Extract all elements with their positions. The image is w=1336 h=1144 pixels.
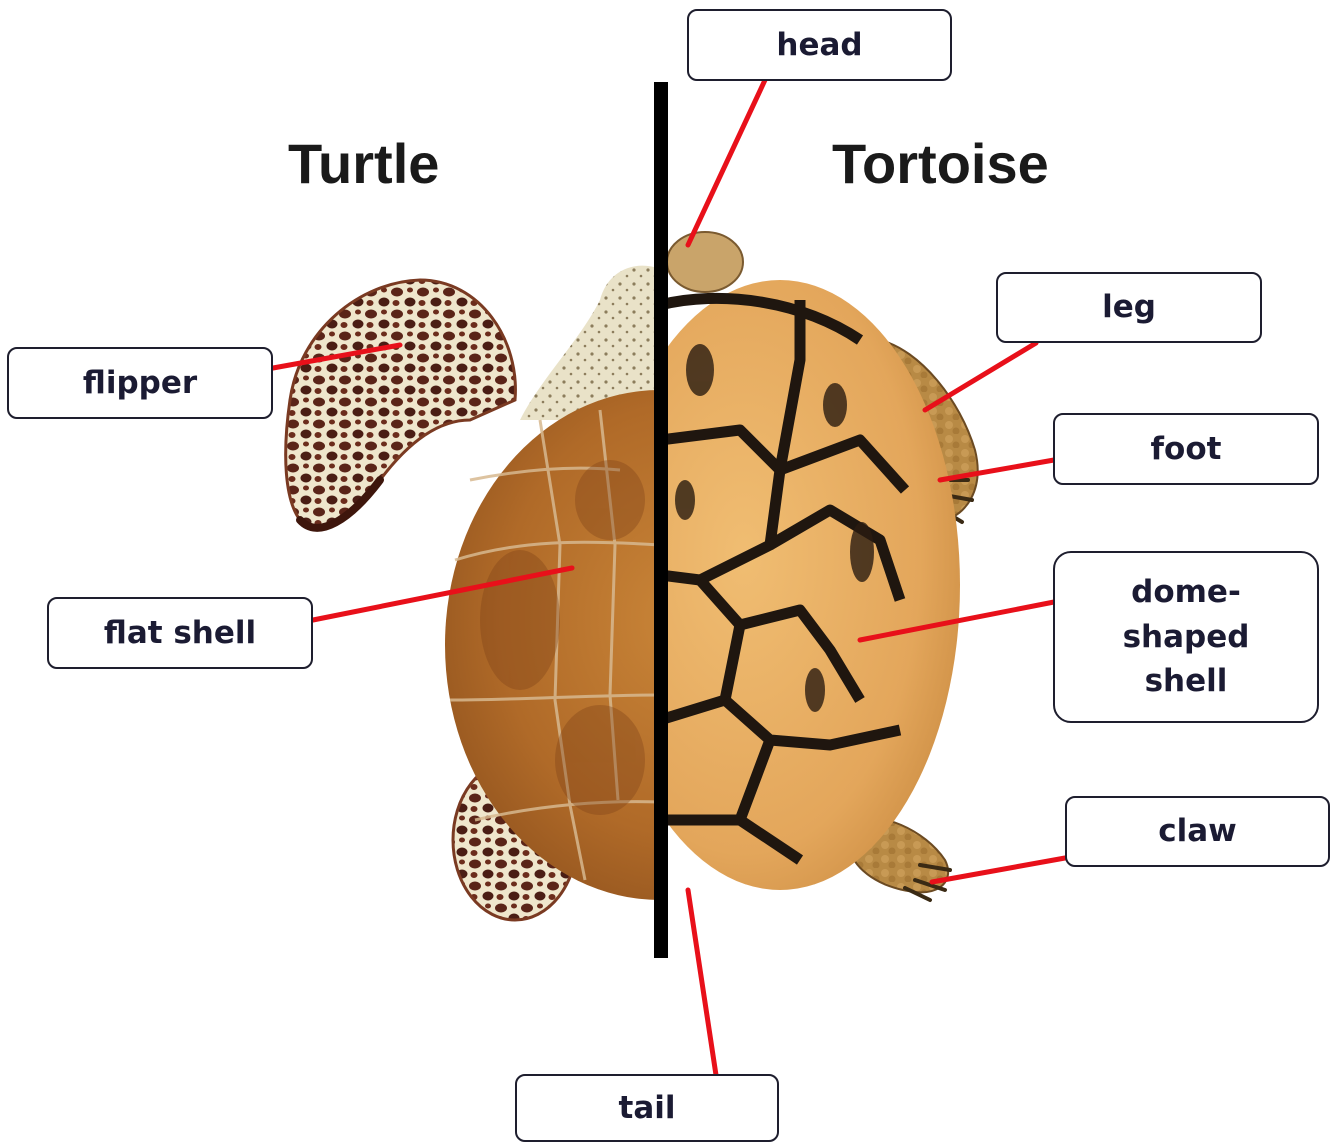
label-foot: foot <box>1053 413 1319 485</box>
label-head: head <box>687 9 952 81</box>
label-tail: tail <box>515 1074 779 1142</box>
turtle-title: Turtle <box>288 136 439 192</box>
tortoise-title: Tortoise <box>832 136 1049 192</box>
label-flipper: flipper <box>7 347 273 419</box>
label-claw: claw <box>1065 796 1330 867</box>
label-dome-shaped-shell: dome- shaped shell <box>1053 551 1319 723</box>
label-flat-shell: flat shell <box>47 597 313 669</box>
turtle-flipper <box>286 280 516 528</box>
leader-tail <box>688 890 716 1075</box>
leader-head <box>688 80 765 245</box>
leader-leg <box>925 343 1036 410</box>
label-leg: leg <box>996 272 1262 343</box>
tortoise-head <box>667 232 743 292</box>
